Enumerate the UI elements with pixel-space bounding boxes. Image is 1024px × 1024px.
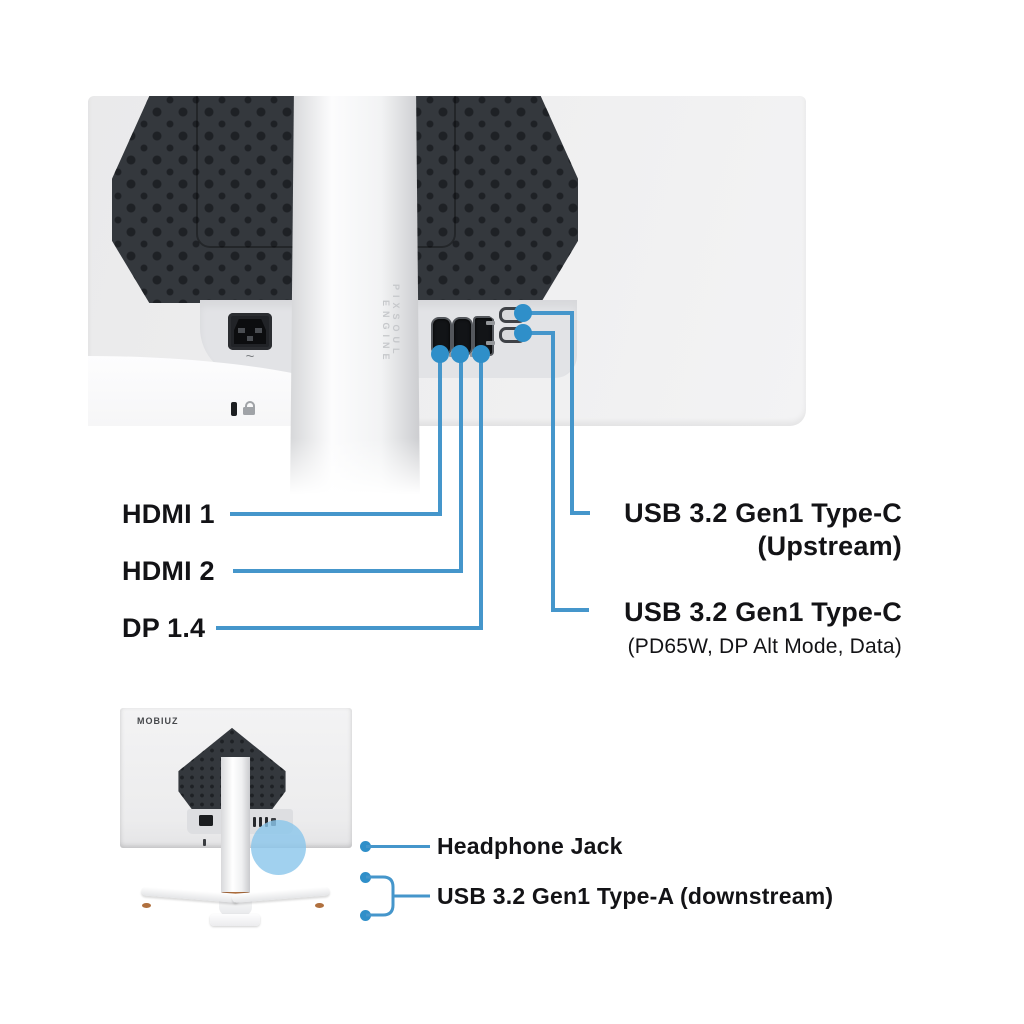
- label-hdmi-1: HDMI 1: [122, 499, 215, 529]
- kensington-slot-small-icon: [203, 839, 206, 846]
- label-usb-type-a: USB 3.2 Gen1 Type-A (downstream): [437, 883, 834, 909]
- stand-column: [290, 96, 420, 500]
- leader-line-usbc2-h: [523, 331, 555, 335]
- headphone-area-highlight-circle: [251, 820, 306, 875]
- stand-fadeout: [286, 438, 424, 502]
- video-port-slot-icon: [253, 817, 256, 827]
- label-usbc-upstream: USB 3.2 Gen1 Type-C (Upstream): [624, 497, 902, 563]
- label-usbc-pd-line2: (PD65W, DP Alt Mode, Data): [627, 635, 902, 658]
- leader-line-usbc2-v: [551, 331, 555, 612]
- leader-line-dp-h: [216, 626, 483, 630]
- copper-foot-tip-left: [142, 903, 151, 908]
- label-usbc-pd: USB 3.2 Gen1 Type-C (PD65W, DP Alt Mode,…: [624, 596, 902, 660]
- lock-body: [243, 407, 255, 415]
- stand-engraving: PIXSOUL ENGINE: [381, 284, 401, 436]
- leader-line-headphone: [366, 845, 430, 848]
- callout-dot-usba-1: [360, 872, 371, 883]
- leader-line-hdmi1-h: [230, 512, 442, 516]
- ac-power-inlet-icon: [228, 313, 272, 350]
- engraving-line2: ENGINE: [381, 300, 391, 365]
- power-pin: [238, 328, 245, 333]
- ac-power-inlet-small-icon: [199, 815, 213, 826]
- leader-line-dp-v: [479, 354, 483, 630]
- leader-line-usbc1-stub: [570, 511, 590, 515]
- video-port-slot-icon: [259, 817, 262, 827]
- leader-bracket-usba: [366, 875, 430, 917]
- leader-line-hdmi1-v: [438, 354, 442, 516]
- callout-dot-hdmi2: [451, 345, 469, 363]
- copper-foot-tip-right: [315, 903, 324, 908]
- usb-c-label-mark: [486, 341, 495, 345]
- leader-line-usbc2-stub: [551, 608, 589, 612]
- callout-dot-dp: [472, 345, 490, 363]
- ac-symbol: ~: [245, 348, 255, 365]
- power-pin: [247, 336, 253, 341]
- leader-line-hdmi2-h: [233, 569, 463, 573]
- base-foot-pad: [210, 914, 260, 926]
- lock-shackle: [245, 401, 255, 409]
- kensington-lock-icon: [243, 401, 255, 416]
- engraving-line1: PIXSOUL: [391, 284, 401, 359]
- power-pin: [255, 328, 262, 333]
- callout-dot-usbc1: [514, 304, 532, 322]
- leader-line-usbc1-h: [523, 311, 574, 315]
- usb-c-label-mark: [486, 321, 495, 325]
- stand-column-small: [221, 757, 250, 895]
- kensington-slot-icon: [231, 402, 237, 416]
- callout-dot-headphone: [360, 841, 371, 852]
- callout-dot-hdmi1: [431, 345, 449, 363]
- leader-line-hdmi2-v: [459, 354, 463, 573]
- label-usbc-upstream-line1: USB 3.2 Gen1 Type-C: [624, 498, 902, 528]
- callout-dot-usba-2: [360, 910, 371, 921]
- label-hdmi-2: HDMI 2: [122, 556, 215, 586]
- label-headphone-jack: Headphone Jack: [437, 833, 623, 859]
- label-dp-1-4: DP 1.4: [122, 613, 206, 643]
- label-usbc-pd-line1: USB 3.2 Gen1 Type-C: [624, 597, 902, 627]
- callout-dot-usbc2: [514, 324, 532, 342]
- leader-line-usbc1-v: [570, 311, 574, 515]
- label-usbc-upstream-line2: (Upstream): [757, 531, 902, 561]
- brand-logo: MOBIUZ: [137, 716, 179, 726]
